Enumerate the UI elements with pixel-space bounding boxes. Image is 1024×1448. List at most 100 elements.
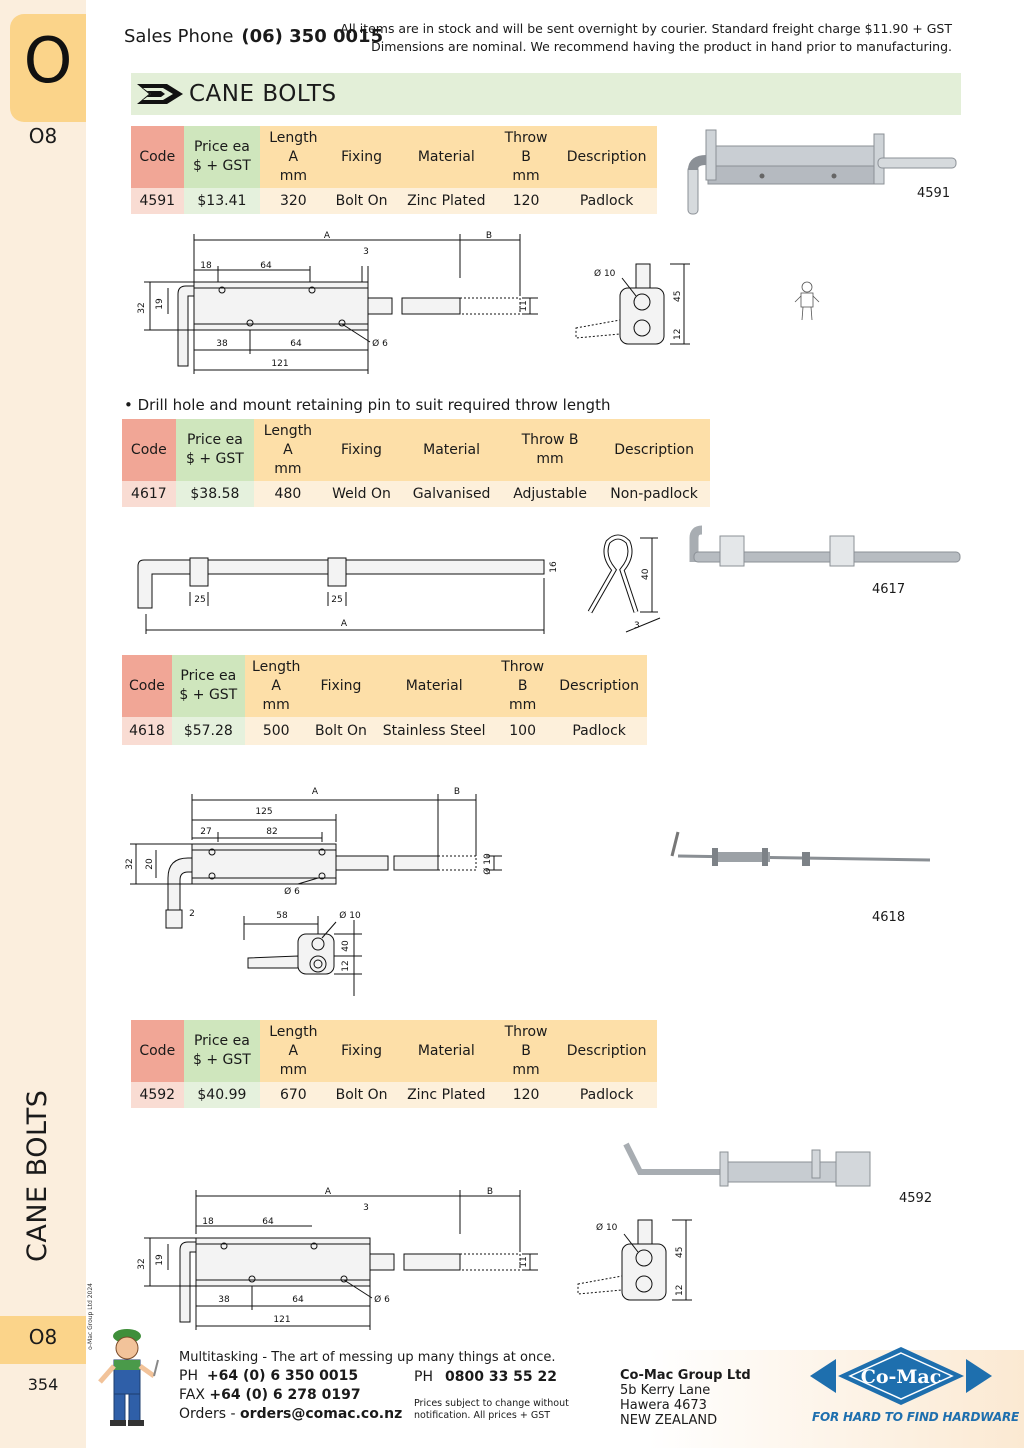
section-code-bottom-tab: O8 <box>0 1316 86 1364</box>
dim-64: 64 <box>260 261 272 271</box>
dim-6: Ø 6 <box>372 338 388 349</box>
cell-material: Zinc Plated <box>396 188 496 214</box>
section-letter-tab: O <box>10 14 86 122</box>
dim-3b: 3 <box>634 621 640 631</box>
dim-a: A <box>341 619 348 629</box>
cell-throw: 120 <box>495 188 557 214</box>
footer-address: Co-Mac Group Ltd 5b Kerry Lane Hawera 46… <box>620 1368 751 1428</box>
dim-121: 121 <box>273 1315 290 1325</box>
orders-email-link[interactable]: orders@comac.co.nz <box>240 1406 403 1422</box>
cell-description: Padlock <box>556 188 657 214</box>
cell-throw: 120 <box>495 1082 557 1108</box>
cell-price: $40.99 <box>183 1082 261 1108</box>
header-description: Description <box>551 655 647 717</box>
cell-material: Stainless Steel <box>374 717 495 745</box>
header-description: Description <box>556 1020 657 1082</box>
cell-description: Non-padlock <box>598 481 710 507</box>
cell-fixing: Bolt On <box>307 717 375 745</box>
dim-40: 40 <box>341 940 351 952</box>
retaining-pin-drawing: 40 3 <box>587 534 661 633</box>
sales-phone-number: (06) 350 0015 <box>241 26 384 47</box>
header-material: Material <box>374 655 495 717</box>
section-letter: O <box>23 24 73 97</box>
side-view-4591: Ø 10 45 12 <box>575 263 690 345</box>
dim-25: 25 <box>194 595 205 605</box>
dim-40: 40 <box>641 568 651 580</box>
cell-description: Padlock <box>556 1082 657 1108</box>
stock-notice: All items are in stock and will be sent … <box>340 20 952 56</box>
header-price: Price ea$ + GST <box>175 419 255 481</box>
cell-length: 320 <box>260 188 327 214</box>
header-fixing: Fixing <box>307 655 375 717</box>
header-price: Price ea$ + GST <box>171 655 245 717</box>
dim-25b: 25 <box>331 595 342 605</box>
notice-line: Dimensions are nominal. We recommend hav… <box>371 39 952 54</box>
dim-12: 12 <box>673 329 683 340</box>
side-view-4592: Ø 10 45 12 <box>577 1219 692 1301</box>
photo-code-label: 4591 <box>917 186 951 201</box>
technical-drawing-4592: A B 18 64 3 38 64 121 Ø 6 32 19 11 <box>137 1187 538 1330</box>
photo-code-label: 4617 <box>872 582 906 597</box>
cell-code: 4592 <box>131 1082 184 1108</box>
header-code: Code <box>131 1020 184 1082</box>
page-number: 354 <box>27 1375 59 1394</box>
header-fixing: Fixing <box>326 1020 397 1082</box>
cell-price: $13.41 <box>183 188 261 214</box>
arrow-icon <box>137 84 183 104</box>
header-material: Material <box>401 419 502 481</box>
cell-material: Galvanised <box>401 481 502 507</box>
table-row: 4591 $13.41 320 Bolt On Zinc Plated 120 … <box>131 188 657 214</box>
dim-10: Ø 10 <box>482 853 493 875</box>
dim-b: B <box>486 231 492 241</box>
photo-code-label: 4618 <box>872 910 906 925</box>
dim-18: 18 <box>200 261 212 271</box>
logo-text: Co-Mac <box>861 1366 942 1388</box>
header-fixing: Fixing <box>326 126 397 188</box>
dim-3: 3 <box>363 1203 369 1213</box>
header-code: Code <box>122 655 172 717</box>
dim-12: 12 <box>675 1285 685 1296</box>
footer-motto: Multitasking - The art of messing up man… <box>179 1350 556 1365</box>
dim-16: 16 <box>549 561 559 573</box>
dim-38: 38 <box>216 339 228 349</box>
header-description: Description <box>598 419 710 481</box>
sidebar <box>0 0 86 1448</box>
cell-fixing: Bolt On <box>326 1082 397 1108</box>
dim-18: 18 <box>202 1217 214 1227</box>
table-row: 4592 $40.99 670 Bolt On Zinc Plated 120 … <box>131 1082 657 1108</box>
dim-11: 11 <box>519 300 529 311</box>
cell-length: 500 <box>244 717 308 745</box>
dim-82: 82 <box>266 827 277 837</box>
vertical-section-title: CANE BOLTS <box>22 1089 53 1262</box>
product-photo-4618 <box>670 831 931 866</box>
dim-27: 27 <box>200 827 211 837</box>
cell-length: 480 <box>254 481 322 507</box>
installation-note: • Drill hole and mount retaining pin to … <box>124 396 611 414</box>
footer-phone: PH +64 (0) 6 350 0015 <box>179 1368 359 1384</box>
cell-description: Padlock <box>551 717 647 745</box>
table-row: 4618 $57.28 500 Bolt On Stainless Steel … <box>122 717 647 745</box>
technical-drawing-4591: A B 18 64 3 38 64 121 Ø 6 32 19 11 <box>137 231 538 374</box>
cell-price: $57.28 <box>171 717 245 745</box>
cell-fixing: Bolt On <box>326 188 397 214</box>
header-description: Description <box>556 126 657 188</box>
dim-32: 32 <box>137 302 147 313</box>
cell-throw: Adjustable <box>501 481 599 507</box>
dim-64b: 64 <box>290 339 302 349</box>
header-material: Material <box>396 1020 496 1082</box>
mascot-icon <box>98 1329 159 1426</box>
dim-32: 32 <box>137 1258 147 1269</box>
notice-line: All items are in stock and will be sent … <box>340 21 952 36</box>
product-photo-4617 <box>689 525 961 567</box>
category-title: CANE BOLTS <box>189 81 337 107</box>
cell-price: $38.58 <box>175 481 255 507</box>
dim-diam10: Ø 10 <box>339 910 361 921</box>
